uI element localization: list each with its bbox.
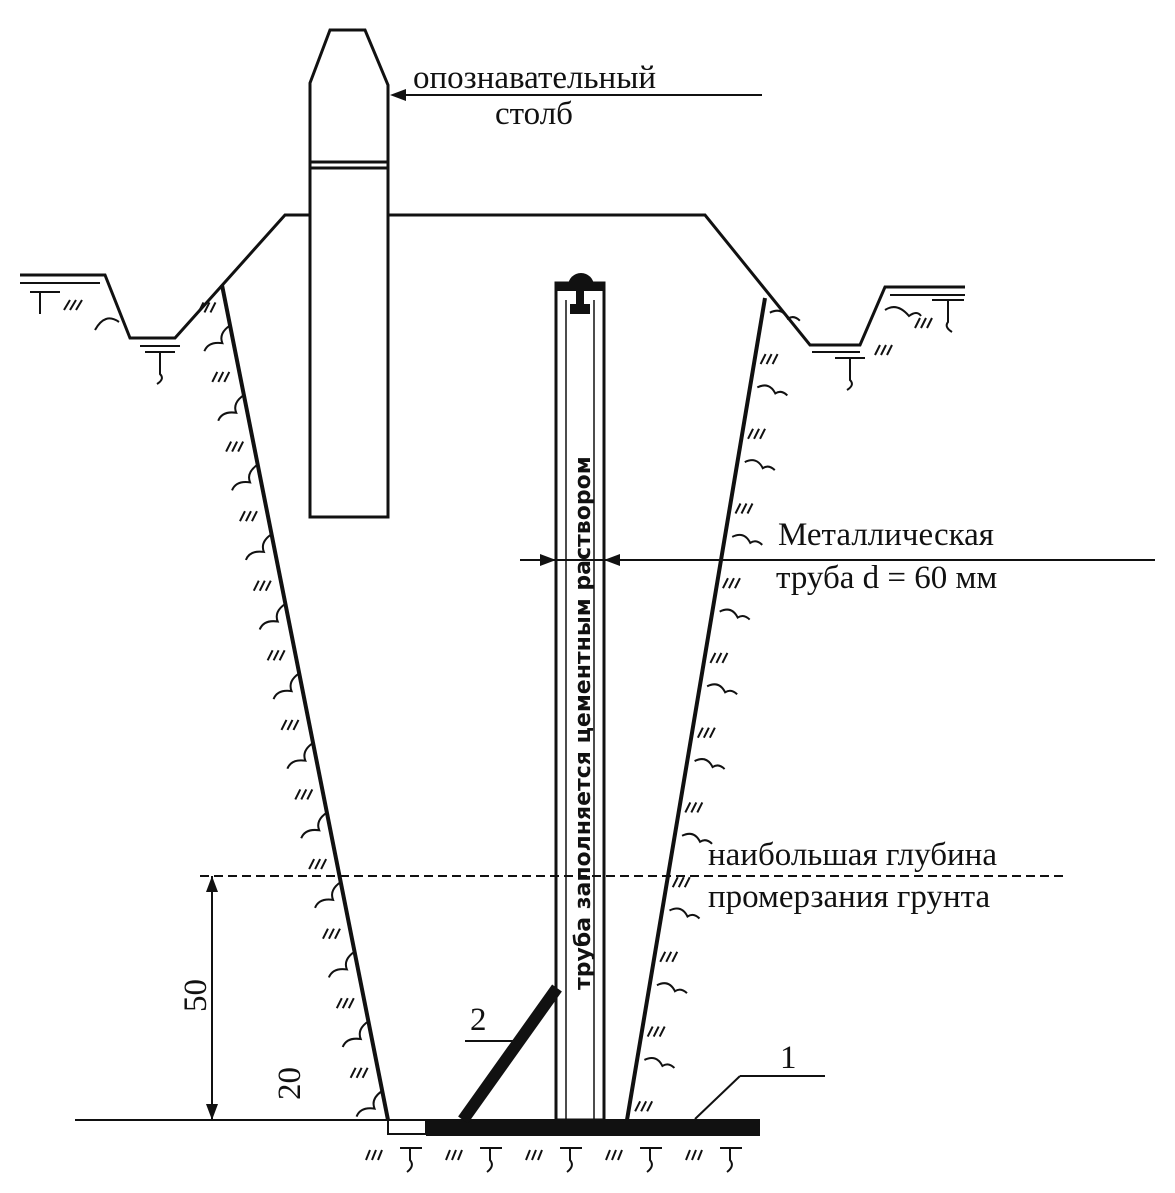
pipe-label-line1: Металлическая (778, 517, 994, 553)
soil-hatch-mark (480, 1147, 502, 1173)
soil-hatch-mark (709, 652, 729, 664)
soil-hatch-mark (759, 353, 779, 365)
marker-1-leader (694, 1075, 741, 1120)
soil-hatching-left (197, 301, 384, 1118)
soil-hatch-mark (445, 1149, 463, 1161)
soil-hatching-bottom (365, 1147, 742, 1173)
identification-post (308, 28, 390, 519)
soil-hatch-mark (341, 1020, 370, 1048)
soil-hatch-mark (646, 1026, 666, 1038)
post-label-line1: опознавательный (413, 60, 656, 96)
pipe-dim-arrow-left (540, 554, 556, 566)
soil-hatch-mark (671, 876, 691, 888)
surface-soil-symbols (30, 291, 964, 391)
soil-hatch-mark (744, 459, 776, 471)
soil-hatch-mark (634, 1100, 654, 1112)
soil-hatch-mark (722, 577, 741, 589)
soil-hatch-mark (322, 928, 341, 940)
pit-wall-right (625, 297, 767, 1121)
soil-hatch-mark (217, 393, 245, 422)
post-arrowhead (390, 89, 406, 101)
soil-hatch-mark (719, 608, 751, 621)
mound-outline (20, 213, 965, 347)
soil-hatch-mark (659, 951, 679, 963)
soil-hatch-mark (266, 649, 286, 661)
anchor-plate (426, 1119, 760, 1136)
plate-gap (387, 1119, 427, 1135)
brace (458, 984, 562, 1124)
dim-50-arrow-top (206, 876, 218, 892)
soil-hatch-mark (258, 602, 287, 630)
soil-hatch-mark (239, 510, 258, 522)
soil-hatch-mark (560, 1147, 582, 1173)
soil-hatch-mark (640, 1147, 662, 1173)
soil-hatch-mark (280, 719, 300, 731)
soil-hatch-mark (244, 533, 273, 561)
soil-hatch-mark (335, 997, 355, 1009)
soil-hatch-mark (272, 672, 301, 700)
soil-hatch-mark (669, 907, 701, 920)
frost-label-line1: наибольшая глубина (708, 837, 997, 873)
frost-label-line2: промерзания грунта (708, 879, 990, 915)
soil-hatch-mark (681, 832, 713, 845)
soil-hatch-mark (365, 1149, 383, 1161)
dim-20-label: 20 (272, 1067, 308, 1100)
soil-hatch-mark (643, 1056, 676, 1069)
pipe-label-line2: труба d = 60 мм (776, 560, 997, 596)
soil-hatch-mark (300, 811, 328, 839)
marker-1-label: 1 (780, 1040, 797, 1076)
soil-hatch-mark (314, 881, 342, 909)
dim-50-label: 50 (178, 979, 214, 1012)
soil-hatch-mark (685, 1149, 703, 1161)
soil-hatch-mark (308, 858, 328, 870)
soil-hatch-mark (400, 1147, 422, 1173)
soil-hatch-mark (286, 741, 314, 770)
soil-hatch-mark (203, 324, 231, 352)
soil-hatch-mark (231, 463, 259, 491)
soil-hatch-mark (225, 441, 245, 453)
soil-hatching-right (634, 309, 801, 1112)
soil-hatch-mark (211, 371, 231, 383)
soil-hatch-mark (769, 309, 801, 322)
soil-hatch-mark (252, 580, 272, 592)
soil-hatch-mark (294, 789, 314, 800)
soil-hatch-mark (694, 758, 726, 770)
pipe-dim-arrow-right (604, 554, 620, 566)
pipe-fill-note: труба заполняется цементным раствором (571, 456, 596, 990)
post-label-line2: столб (495, 96, 573, 132)
soil-hatch-mark (684, 801, 704, 813)
soil-hatch-mark (197, 301, 217, 313)
soil-hatch-mark (720, 1147, 742, 1173)
soil-hatch-mark (605, 1149, 623, 1161)
soil-hatch-mark (747, 428, 766, 440)
soil-hatch-mark (349, 1067, 369, 1079)
pit-wall-left (220, 284, 390, 1121)
soil-hatch-mark (706, 683, 738, 696)
marker-2-label: 2 (470, 1002, 487, 1038)
soil-hatch-mark (756, 384, 789, 397)
benchmark-cap (556, 273, 604, 314)
soil-hatch-mark (696, 727, 716, 739)
dim-50-arrow-bottom (206, 1104, 218, 1120)
soil-hatch-mark (327, 950, 356, 978)
soil-hatch-mark (731, 533, 763, 546)
soil-hatch-mark (525, 1149, 543, 1161)
soil-hatch-mark (355, 1089, 384, 1118)
soil-hatch-mark (656, 982, 688, 994)
soil-hatch-mark (734, 503, 754, 514)
